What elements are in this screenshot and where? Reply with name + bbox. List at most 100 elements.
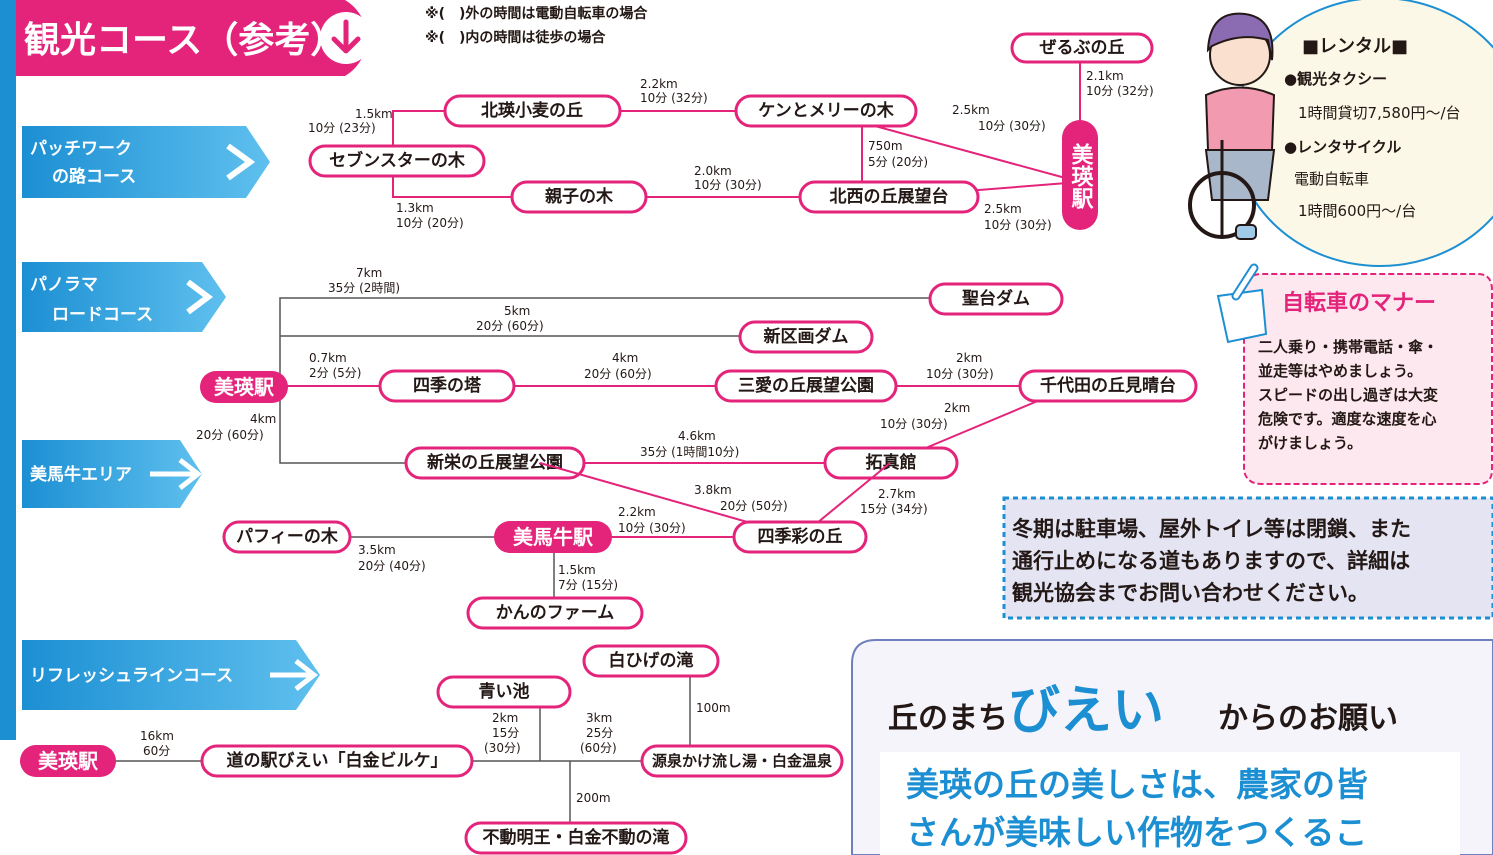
rental-taxi: ●観光タクシー bbox=[1284, 70, 1387, 88]
rental-cycle-price: 1時間600円〜/台 bbox=[1298, 202, 1416, 220]
svg-text:2.0km: 2.0km bbox=[694, 164, 732, 178]
pointing-hand-icon bbox=[1216, 263, 1268, 344]
svg-text:35分 (1時間10分): 35分 (1時間10分) bbox=[640, 445, 739, 459]
request-title-a: 丘のまち bbox=[888, 701, 1008, 736]
rental-taxi-price: 1時間貸切7,580円〜/台 bbox=[1298, 104, 1461, 122]
svg-text:リフレッシュラインコース: リフレッシュラインコース bbox=[30, 666, 233, 686]
svg-text:青い池: 青い池 bbox=[479, 681, 530, 702]
pill-aoi-ike: 青い池 bbox=[436, 675, 572, 709]
svg-text:15分 (34分): 15分 (34分) bbox=[860, 502, 928, 516]
pill-oyako: 親子の木 bbox=[510, 180, 648, 214]
pill-shinei: 新栄の丘展望公園 bbox=[404, 446, 586, 480]
request-panel: 丘のまち びえい からのお願い 美瑛の丘の美しさは、農家の皆 さんが美味しい作物… bbox=[851, 639, 1493, 855]
svg-text:三愛の丘展望公園: 三愛の丘展望公園 bbox=[738, 375, 874, 396]
request-title-c: からのお願い bbox=[1218, 701, 1398, 736]
svg-text:美瑛駅: 美瑛駅 bbox=[38, 749, 98, 773]
svg-text:60分: 60分 bbox=[143, 744, 170, 758]
left-accent-bar bbox=[0, 0, 16, 740]
pill-shikisai: 四季彩の丘 bbox=[732, 520, 868, 554]
pill-hokuei: 北瑛小麦の丘 bbox=[443, 94, 622, 128]
svg-text:10分 (32分): 10分 (32分) bbox=[1086, 84, 1154, 98]
svg-text:ぜるぶの丘: ぜるぶの丘 bbox=[1040, 38, 1125, 58]
course-tab-panorama: パノラマ ロードコース bbox=[22, 262, 226, 332]
rental-panel: ■レンタル■ ●観光タクシー 1時間貸切7,580円〜/台 ●レンタサイクル 電… bbox=[1188, 0, 1493, 267]
winter-line-2: 通行止めになる道もありますので、詳細は bbox=[1012, 549, 1410, 573]
svg-text:1.5km: 1.5km bbox=[355, 107, 393, 121]
svg-text:20分 (40分): 20分 (40分) bbox=[358, 559, 426, 573]
svg-text:不動明王・白金不動の滝: 不動明王・白金不動の滝 bbox=[483, 827, 670, 848]
station-bibaushi: 美馬牛駅 bbox=[494, 521, 612, 553]
pill-shirohige: 白ひげの滝 bbox=[582, 644, 720, 678]
svg-text:200m: 200m bbox=[576, 791, 611, 805]
svg-text:10分 (30分): 10分 (30分) bbox=[618, 521, 686, 535]
page-title: 観光コース（参考） bbox=[24, 20, 346, 61]
panorama-distances: 7km 35分 (2時間) 5km 20分 (60分) 0.7km 2分 (5分… bbox=[196, 266, 994, 459]
svg-text:2.2km: 2.2km bbox=[640, 77, 678, 91]
svg-text:3km: 3km bbox=[586, 711, 612, 725]
svg-text:パフィーの木: パフィーの木 bbox=[236, 526, 339, 547]
svg-text:1.3km: 1.3km bbox=[396, 201, 434, 215]
svg-text:3.8km: 3.8km bbox=[694, 483, 732, 497]
station-biei-vertical: 美瑛駅 bbox=[1062, 120, 1098, 230]
svg-text:美馬牛エリア: 美馬牛エリア bbox=[30, 464, 132, 485]
course-tab-refresh: リフレッシュラインコース bbox=[22, 640, 320, 710]
svg-text:新区画ダム: 新区画ダム bbox=[764, 326, 849, 347]
svg-text:聖台ダム: 聖台ダム bbox=[962, 288, 1030, 309]
svg-text:(60分): (60分) bbox=[580, 741, 617, 755]
pill-hokusei: 北西の丘展望台 bbox=[798, 180, 980, 214]
pill-michinoeki: 道の駅びえい「白金ビルケ」 bbox=[200, 744, 474, 778]
svg-text:2.5km: 2.5km bbox=[952, 103, 990, 117]
svg-text:の路コース: の路コース bbox=[52, 166, 136, 187]
svg-text:10分 (30分): 10分 (30分) bbox=[926, 367, 994, 381]
svg-text:ロードコース: ロードコース bbox=[52, 305, 153, 325]
svg-text:10分 (30分): 10分 (30分) bbox=[880, 417, 948, 431]
svg-text:美馬牛駅: 美馬牛駅 bbox=[513, 525, 593, 549]
svg-text:源泉かけ流し湯・白金温泉: 源泉かけ流し湯・白金温泉 bbox=[652, 752, 833, 770]
svg-text:2km: 2km bbox=[492, 711, 518, 725]
svg-text:10分 (20分): 10分 (20分) bbox=[396, 216, 464, 230]
svg-text:パノラマ: パノラマ bbox=[30, 275, 98, 295]
station-biei: 美瑛駅 bbox=[200, 371, 288, 403]
svg-text:かんのファーム: かんのファーム bbox=[496, 603, 615, 623]
pill-shinkukaku: 新区画ダム bbox=[738, 320, 874, 354]
svg-text:20分 (50分): 20分 (50分) bbox=[720, 499, 788, 513]
svg-text:美瑛駅: 美瑛駅 bbox=[214, 375, 274, 399]
svg-text:(30分): (30分) bbox=[484, 741, 521, 755]
pill-takushinkan: 拓真館 bbox=[823, 446, 959, 480]
svg-text:新栄の丘展望公園: 新栄の丘展望公園 bbox=[427, 452, 563, 473]
svg-text:美瑛駅: 美瑛駅 bbox=[1068, 142, 1094, 210]
svg-text:10分 (30分): 10分 (30分) bbox=[694, 178, 762, 192]
svg-text:10分 (32分): 10分 (32分) bbox=[640, 91, 708, 105]
manners-line-5: がけましょう。 bbox=[1258, 434, 1362, 452]
note-ebike: ※( )外の時間は電動自転車の場合 bbox=[425, 5, 648, 22]
svg-text:15分: 15分 bbox=[492, 726, 519, 740]
svg-text:四季彩の丘: 四季彩の丘 bbox=[758, 526, 843, 547]
title-banner: 観光コース（参考） bbox=[16, 0, 372, 76]
note-walk: ※( )内の時間は徒歩の場合 bbox=[425, 29, 606, 46]
svg-text:道の駅びえい「白金ビルケ」: 道の駅びえい「白金ビルケ」 bbox=[227, 750, 448, 771]
svg-text:白ひげの滝: 白ひげの滝 bbox=[609, 650, 694, 671]
pill-seidai: 聖台ダム bbox=[928, 282, 1064, 316]
svg-text:パッチワーク: パッチワーク bbox=[30, 139, 132, 159]
svg-text:四季の塔: 四季の塔 bbox=[413, 375, 482, 396]
pill-fudomyoo: 不動明王・白金不動の滝 bbox=[464, 821, 688, 855]
pill-seven-star: セブンスターの木 bbox=[308, 144, 486, 178]
request-title-b: びえい bbox=[1008, 681, 1164, 741]
pill-shiki-no-to: 四季の塔 bbox=[378, 369, 516, 403]
manners-line-4: 危険です。適度な速度を心 bbox=[1258, 410, 1437, 428]
cyclist-illustration bbox=[1188, 12, 1276, 240]
svg-text:10分 (30分): 10分 (30分) bbox=[978, 119, 1046, 133]
svg-text:3.5km: 3.5km bbox=[358, 543, 396, 557]
pill-ken-mary: ケンとメリーの木 bbox=[734, 94, 918, 128]
refresh-distances: 16km 60分 2km 15分 (30分) 3km 25分 (60分) 100… bbox=[140, 701, 731, 805]
svg-text:親子の木: 親子の木 bbox=[545, 186, 614, 207]
rental-cycle: ●レンタサイクル bbox=[1284, 138, 1401, 156]
winter-line-3: 観光協会までお問い合わせください。 bbox=[1012, 581, 1369, 605]
pill-sanai: 三愛の丘展望公園 bbox=[714, 369, 898, 403]
manners-heading: 自転車のマナー bbox=[1282, 290, 1436, 316]
svg-text:2.2km: 2.2km bbox=[618, 505, 656, 519]
svg-text:5km: 5km bbox=[504, 304, 530, 318]
svg-text:セブンスターの木: セブンスターの木 bbox=[329, 150, 466, 171]
svg-text:北西の丘展望台: 北西の丘展望台 bbox=[830, 186, 949, 207]
